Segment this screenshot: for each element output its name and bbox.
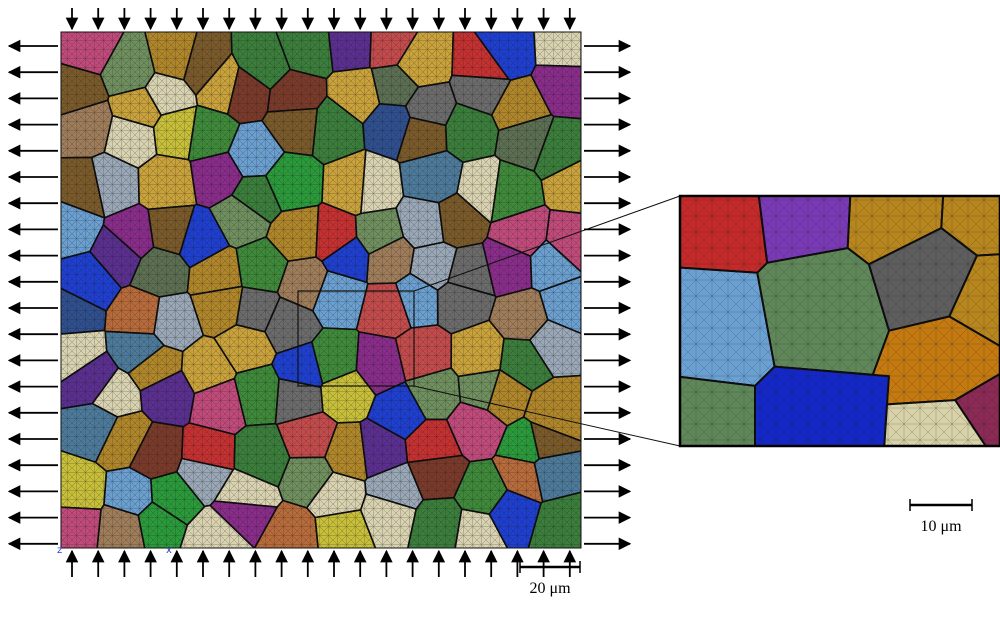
- main-domain-border: [60, 31, 582, 549]
- axis-label-x: x: [166, 545, 172, 556]
- compression-arrows-top: [65, 8, 577, 31]
- main-scale-label: 20 μm: [529, 580, 571, 597]
- inset-scale-bar: 10 μm: [909, 499, 973, 535]
- inset-border: [678, 194, 1000, 448]
- compression-arrows-bottom: [65, 549, 577, 577]
- inset-scale-label: 10 μm: [920, 518, 962, 535]
- tension-arrows-left: [7, 39, 58, 551]
- main-mesh-overlay: [61, 32, 581, 548]
- main-scale-bar: 20 μm: [519, 561, 581, 597]
- tension-arrows-right: [584, 39, 632, 551]
- zoom-connector-bottom: [413, 385, 681, 447]
- zoom-region-box: [297, 290, 415, 387]
- axis-label-z: z: [57, 545, 62, 556]
- inset-mesh-overlay: [680, 196, 1000, 446]
- zoom-connector-top: [413, 195, 681, 292]
